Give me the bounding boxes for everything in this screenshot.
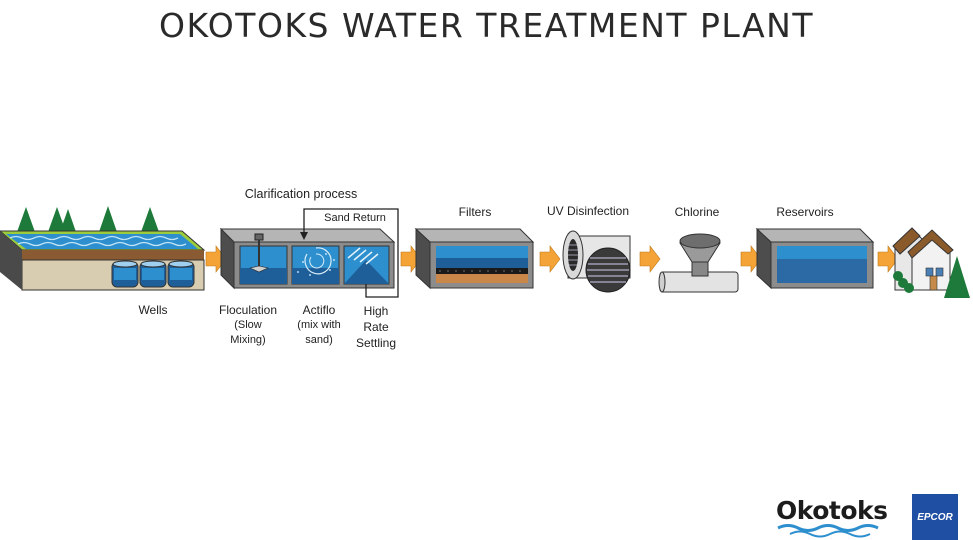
wells-label: Wells — [138, 303, 168, 317]
sand-swirl-icon — [297, 247, 335, 276]
sand-return-label: Sand Return — [324, 212, 386, 224]
reservoirs-tank — [755, 227, 875, 290]
high-rate-label-line: Settling — [355, 336, 397, 350]
wells-ground-block — [0, 206, 206, 291]
chlorine-label: Chlorine — [674, 205, 720, 219]
flow-arrow-icon — [539, 245, 561, 273]
high-rate-label-line: Rate — [363, 320, 389, 334]
page-title: OKOTOKS WATER TREATMENT PLANT — [159, 6, 814, 45]
well-cylinder-icon — [111, 260, 139, 288]
floculation-label: Floculation (Slow Mixing) — [210, 303, 286, 348]
actiflo-label-line: Actiflo — [302, 303, 336, 317]
filters-label: Filters — [458, 205, 492, 219]
floculation-label-line: Floculation — [218, 303, 278, 317]
lamella-plates-icon — [347, 247, 379, 265]
uv-reactor-icon — [562, 230, 631, 293]
flow-arrow-icon — [740, 245, 762, 273]
high-rate-settling-label: High Rate Settling — [346, 303, 406, 351]
sand-return-line — [300, 208, 399, 298]
filters-tank — [414, 227, 535, 290]
okotoks-logo: Okotoks — [776, 496, 888, 525]
actiflo-label-line: (mix with — [297, 319, 341, 331]
floculation-label-line: (Slow — [234, 319, 262, 331]
high-rate-label-line: High — [363, 304, 389, 318]
house-icon — [892, 227, 970, 298]
tree-icon — [60, 209, 76, 232]
actiflo-label: Actiflo (mix with sand) — [286, 303, 352, 348]
chlorine-injector-icon — [658, 233, 739, 293]
epcor-logo: EPCOR — [912, 494, 958, 540]
floculation-label-line: Mixing) — [230, 334, 266, 346]
actiflo-label-line: sand) — [305, 334, 333, 346]
well-cylinder-icon — [167, 260, 195, 288]
well-cylinder-icon — [139, 260, 167, 288]
mixer-icon — [249, 233, 269, 273]
uv-disinfection-label: UV Disinfection — [546, 204, 630, 218]
reservoirs-label: Reservoirs — [776, 205, 834, 219]
clarification-tanks — [219, 227, 396, 290]
flow-arrow-icon — [877, 245, 899, 273]
clarification-process-label: Clarification process — [244, 187, 358, 201]
flow-arrow-icon — [639, 245, 661, 273]
okotoks-wave-icon — [777, 524, 879, 538]
